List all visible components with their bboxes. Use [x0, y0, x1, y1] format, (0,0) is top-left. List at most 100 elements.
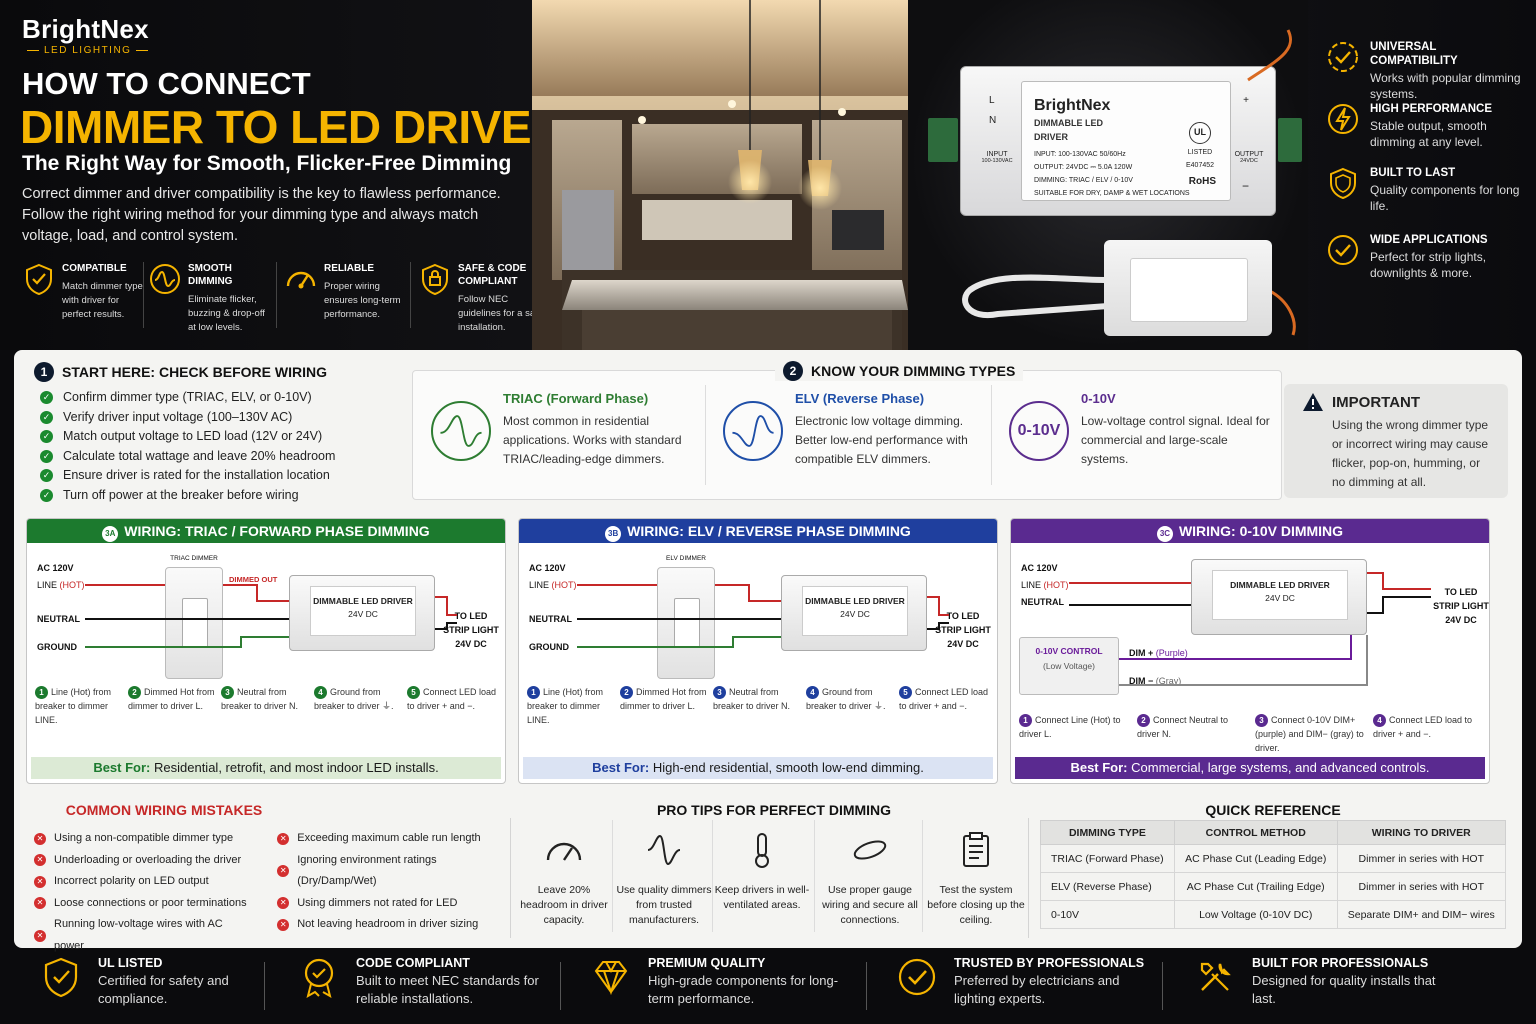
- dimmer-rocker: [1130, 258, 1248, 322]
- step-text: Dimmed Hot from dimmer to driver L.: [128, 687, 215, 711]
- mistake-item: ✕ Loose connections or poor terminations: [34, 893, 251, 915]
- divider: [612, 820, 613, 932]
- x-icon: ✕: [34, 897, 46, 910]
- control-sub: (Low Voltage): [1043, 661, 1095, 671]
- checklist-text: Turn off power at the breaker before wir…: [63, 487, 299, 502]
- footer-title: PREMIUM QUALITY: [648, 956, 766, 970]
- dim-minus-text: DIM −: [1129, 676, 1154, 686]
- mistake-item: ✕Underloading or overloading the driver: [34, 850, 251, 872]
- step-text: Line (Hot) from breaker to dimmer LINE.: [35, 687, 112, 725]
- best-for-text: High-end residential, smooth low-end dim…: [652, 760, 924, 775]
- x-icon: ✕: [277, 897, 290, 910]
- type-desc: Most common in residential applications.…: [503, 414, 682, 466]
- table-cell: Low Voltage (0-10V DC): [1173, 900, 1338, 929]
- mistake-item: ✕Incorrect polarity on LED output: [34, 871, 251, 893]
- driver-voltage: 24V DC: [348, 609, 378, 619]
- footer-desc: High-grade components for long-term perf…: [648, 973, 839, 1006]
- rohs-mark: RoHS: [1188, 176, 1216, 187]
- start-here-title: START HERE: CHECK BEFORE WIRING: [62, 364, 327, 380]
- check-icon: ✓: [40, 391, 53, 405]
- table-cell: ELV (Reverse Phase): [1040, 872, 1175, 901]
- terminal-label-plus: +: [1243, 95, 1249, 106]
- mistake-text: Not leaving headroom in driver sizing: [297, 918, 479, 930]
- step-text: Connect LED load to driver + and −.: [1373, 715, 1473, 739]
- step-badge: 4: [806, 686, 819, 699]
- right-feature-title: BUILT TO LAST: [1370, 167, 1456, 179]
- right-feature-desc: Quality components for long life.: [1370, 183, 1520, 213]
- mistakes-title: COMMON WIRING MISTAKES: [65, 802, 263, 818]
- dimmed-out-label: DIMMED OUT: [229, 575, 278, 584]
- step-badge: 2: [128, 686, 141, 699]
- gauge-icon: [286, 271, 316, 289]
- table-header: CONTROL METHOD: [1173, 820, 1338, 845]
- mistake-text: Underloading or overloading the driver: [54, 853, 242, 866]
- right-feature-desc: Perfect for strip lights, downlights & m…: [1370, 250, 1487, 280]
- checklist-item: ✓Match output voltage to LED load (12V o…: [40, 427, 414, 447]
- divider: [560, 962, 561, 1010]
- header: BrightNex LED LIGHTING HOW TO CONNECT DI…: [0, 0, 1536, 350]
- footer-desc: Built to meet NEC standards for reliable…: [356, 973, 539, 1006]
- mistake-text: Using dimmers not rated for LED: [297, 896, 458, 909]
- best-for-banner: Best For: Residential, retrofit, and mos…: [31, 757, 501, 779]
- checklist-text: Calculate total wattage and leave 20% he…: [63, 448, 336, 463]
- best-for-text: Commercial, large systems, and advanced …: [1131, 760, 1430, 775]
- switch-label: TRIAC DIMMER: [170, 555, 218, 562]
- checklist-text: Ensure driver is rated for the installat…: [63, 468, 330, 482]
- table-cell: 0-10V: [1040, 900, 1175, 929]
- mistake-text: Incorrect polarity on LED output: [54, 875, 209, 887]
- table-cell: AC Phase Cut (Trailing Edge): [1173, 872, 1338, 901]
- checklist-item: ✓Ensure driver is rated for the installa…: [40, 466, 414, 486]
- wiring-tag-badge: 3A: [102, 526, 119, 542]
- divider: [143, 262, 144, 328]
- brand-logo: BrightNex: [22, 14, 149, 44]
- tip-text: Leave 20% headroom in driver capacity.: [520, 884, 608, 926]
- hero-feature-title: COMPATIBLE: [62, 263, 127, 274]
- dimmer-switch: [657, 567, 715, 679]
- control-box: 0-10V CONTROL(Low Voltage): [1019, 637, 1119, 695]
- kitchen-photo: [532, 0, 908, 350]
- page-title: DIMMER TO LED DRIVER: [20, 101, 564, 153]
- dim-minus-color: (Gray): [1155, 676, 1182, 686]
- wiring-diagram-lines: [1069, 572, 1431, 686]
- dimmer-switch-device: [1104, 240, 1272, 336]
- type-desc: Low-voltage control signal. Ideal for co…: [1081, 414, 1270, 466]
- driver-name: DIMMABLE LED DRIVER: [805, 596, 905, 606]
- step-text: Connect Line (Hot) to driver L.: [1019, 715, 1121, 739]
- step-badge: 2: [1137, 714, 1150, 727]
- check-icon: ✓: [40, 410, 53, 424]
- intro-text: Correct dimmer and driver compatibility …: [22, 186, 501, 244]
- dim-plus-label: DIM + (Purple): [1129, 648, 1188, 658]
- step-text: Dimmed Hot from dimmer to driver L.: [620, 687, 707, 711]
- type-card-elv: ELV (Reverse Phase)Electronic low voltag…: [705, 391, 990, 487]
- mistake-text: Using a non-compatible dimmer type: [54, 832, 234, 844]
- mistake-item: ✕Running low-voltage wires with AC power: [34, 914, 251, 957]
- output-terminal-block: [1278, 118, 1302, 162]
- footer-item-quality: PREMIUM QUALITY High-grade components for…: [590, 956, 840, 1008]
- mistakes-section: COMMON WIRING MISTAKES ✕ Using a non-comp…: [34, 802, 514, 957]
- type-title: ELV (Reverse Phase): [795, 391, 925, 406]
- mistake-text: Loose connections or poor terminations: [54, 896, 247, 909]
- page-subtitle: The Right Way for Smooth, Flicker-Free D…: [22, 152, 512, 175]
- type-card-triac: TRIAC (Forward Phase)Most common in resi…: [413, 391, 698, 487]
- line-text: LINE: [37, 580, 58, 590]
- line-text: LINE: [529, 580, 550, 590]
- mistake-text: Ignoring environment ratings (Dry/Damp/W…: [297, 853, 437, 888]
- hot-text: (HOT): [59, 580, 85, 590]
- divider: [510, 818, 511, 938]
